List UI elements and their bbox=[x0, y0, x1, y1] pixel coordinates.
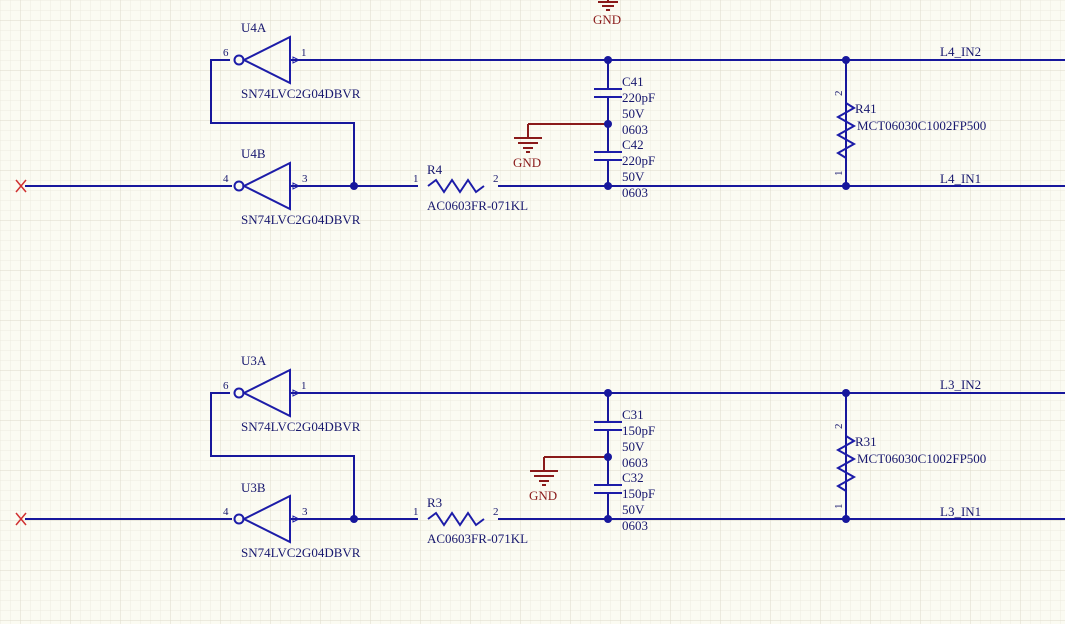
junction-dot bbox=[604, 453, 612, 461]
junction-dot bbox=[604, 515, 612, 523]
net-label: L4_IN2 bbox=[940, 44, 981, 59]
pin-number: 1 bbox=[301, 47, 307, 59]
inverter-ref: U4A bbox=[241, 20, 267, 35]
pin-number: 1 bbox=[301, 380, 307, 392]
inverter-a[interactable]: U4A 1 6 SN74LVC2G04DBVR bbox=[223, 20, 361, 101]
resistor-ref: R31 bbox=[855, 434, 877, 449]
capacitor-voltage: 50V bbox=[622, 439, 645, 454]
inverter-ref: U4B bbox=[241, 146, 266, 161]
capacitor-ref: C32 bbox=[622, 470, 644, 485]
junction-dot bbox=[604, 389, 612, 397]
resistor-part: MCT06030C1002FP500 bbox=[857, 118, 986, 133]
capacitor-top[interactable]: C31 150pF 50V 0603 bbox=[594, 407, 655, 470]
capacitor-ref: C31 bbox=[622, 407, 644, 422]
inverter-part: SN74LVC2G04DBVR bbox=[241, 545, 361, 560]
capacitor-bottom[interactable]: C42 220pF 50V 0603 bbox=[594, 137, 655, 200]
pin-number: 3 bbox=[302, 173, 308, 185]
pin-number: 1 bbox=[413, 173, 419, 185]
pin-number: 1 bbox=[413, 506, 419, 518]
pin-number: 2 bbox=[833, 91, 845, 97]
ground-symbol: GND bbox=[513, 124, 542, 170]
resistor-ref: R3 bbox=[427, 495, 442, 510]
inverter-ref: U3B bbox=[241, 480, 266, 495]
inverter-part: SN74LVC2G04DBVR bbox=[241, 419, 361, 434]
junction-dot bbox=[842, 56, 850, 64]
inverter-part: SN74LVC2G04DBVR bbox=[241, 86, 361, 101]
termination-resistor[interactable]: R41 MCT06030C1002FP500 2 1 bbox=[833, 91, 986, 177]
junction-dot bbox=[350, 515, 358, 523]
junction-dot bbox=[604, 56, 612, 64]
inverter-ref: U3A bbox=[241, 353, 267, 368]
pin-number: 4 bbox=[223, 506, 229, 518]
junction-dot bbox=[842, 389, 850, 397]
wires bbox=[25, 392, 1065, 520]
capacitor-value: 150pF bbox=[622, 486, 655, 501]
capacitor-package: 0603 bbox=[622, 518, 648, 533]
series-resistor[interactable]: R3 1 2 AC0603FR-071KL bbox=[413, 495, 528, 546]
resistor-ref: R4 bbox=[427, 162, 443, 177]
capacitor-package: 0603 bbox=[622, 122, 648, 137]
inverter-part: SN74LVC2G04DBVR bbox=[241, 212, 361, 227]
capacitor-value: 150pF bbox=[622, 423, 655, 438]
no-connect-marker bbox=[15, 512, 27, 526]
ground-label: GND bbox=[529, 488, 557, 503]
ground-label: GND bbox=[593, 12, 621, 27]
capacitor-value: 220pF bbox=[622, 90, 655, 105]
capacitor-value: 220pF bbox=[622, 153, 655, 168]
net-label: L4_IN1 bbox=[940, 171, 981, 186]
wires bbox=[25, 59, 1065, 187]
capacitor-voltage: 50V bbox=[622, 106, 645, 121]
pin-number: 2 bbox=[493, 506, 499, 518]
net-label: L3_IN2 bbox=[940, 377, 981, 392]
capacitor-package: 0603 bbox=[622, 455, 648, 470]
no-connect-marker bbox=[15, 179, 27, 193]
ground-label: GND bbox=[513, 155, 541, 170]
junction-dot bbox=[842, 182, 850, 190]
pin-number: 3 bbox=[302, 506, 308, 518]
series-resistor[interactable]: R4 1 2 AC0603FR-071KL bbox=[413, 162, 528, 213]
ground-symbol-top: GND bbox=[593, 0, 621, 27]
resistor-part: AC0603FR-071KL bbox=[427, 198, 528, 213]
ground-symbol: GND bbox=[529, 457, 558, 503]
capacitor-ref: C41 bbox=[622, 74, 644, 89]
inverter-a[interactable]: U3A 1 6 SN74LVC2G04DBVR bbox=[223, 353, 361, 434]
capacitor-package: 0603 bbox=[622, 185, 648, 200]
channel-l4: U4A 1 6 SN74LVC2G04DBVR U4B 3 4 SN74LVC2… bbox=[15, 20, 1065, 227]
junction-dot bbox=[842, 515, 850, 523]
pin-number: 1 bbox=[833, 504, 845, 510]
capacitor-voltage: 50V bbox=[622, 169, 645, 184]
channel-l3: U3A 1 6 SN74LVC2G04DBVR U3B 3 4 SN74LVC2… bbox=[15, 353, 1065, 560]
resistor-part: MCT06030C1002FP500 bbox=[857, 451, 986, 466]
resistor-ref: R41 bbox=[855, 101, 877, 116]
pin-number: 1 bbox=[833, 171, 845, 177]
inverter-b[interactable]: U3B 3 4 SN74LVC2G04DBVR bbox=[223, 480, 361, 560]
net-label: L3_IN1 bbox=[940, 504, 981, 519]
capacitor-bottom[interactable]: C32 150pF 50V 0603 bbox=[594, 470, 655, 533]
junction-dot bbox=[604, 120, 612, 128]
capacitor-ref: C42 bbox=[622, 137, 644, 152]
capacitor-top[interactable]: C41 220pF 50V 0603 bbox=[594, 74, 655, 137]
inverter-b[interactable]: U4B 3 4 SN74LVC2G04DBVR bbox=[223, 146, 361, 227]
pin-number: 6 bbox=[223, 47, 229, 59]
junction-dot bbox=[350, 182, 358, 190]
junction-dot bbox=[604, 182, 612, 190]
termination-resistor[interactable]: R31 MCT06030C1002FP500 2 1 bbox=[833, 424, 986, 510]
capacitor-voltage: 50V bbox=[622, 502, 645, 517]
pin-number: 6 bbox=[223, 380, 229, 392]
pin-number: 4 bbox=[223, 173, 229, 185]
pin-number: 2 bbox=[493, 173, 499, 185]
resistor-part: AC0603FR-071KL bbox=[427, 531, 528, 546]
pin-number: 2 bbox=[833, 424, 845, 430]
